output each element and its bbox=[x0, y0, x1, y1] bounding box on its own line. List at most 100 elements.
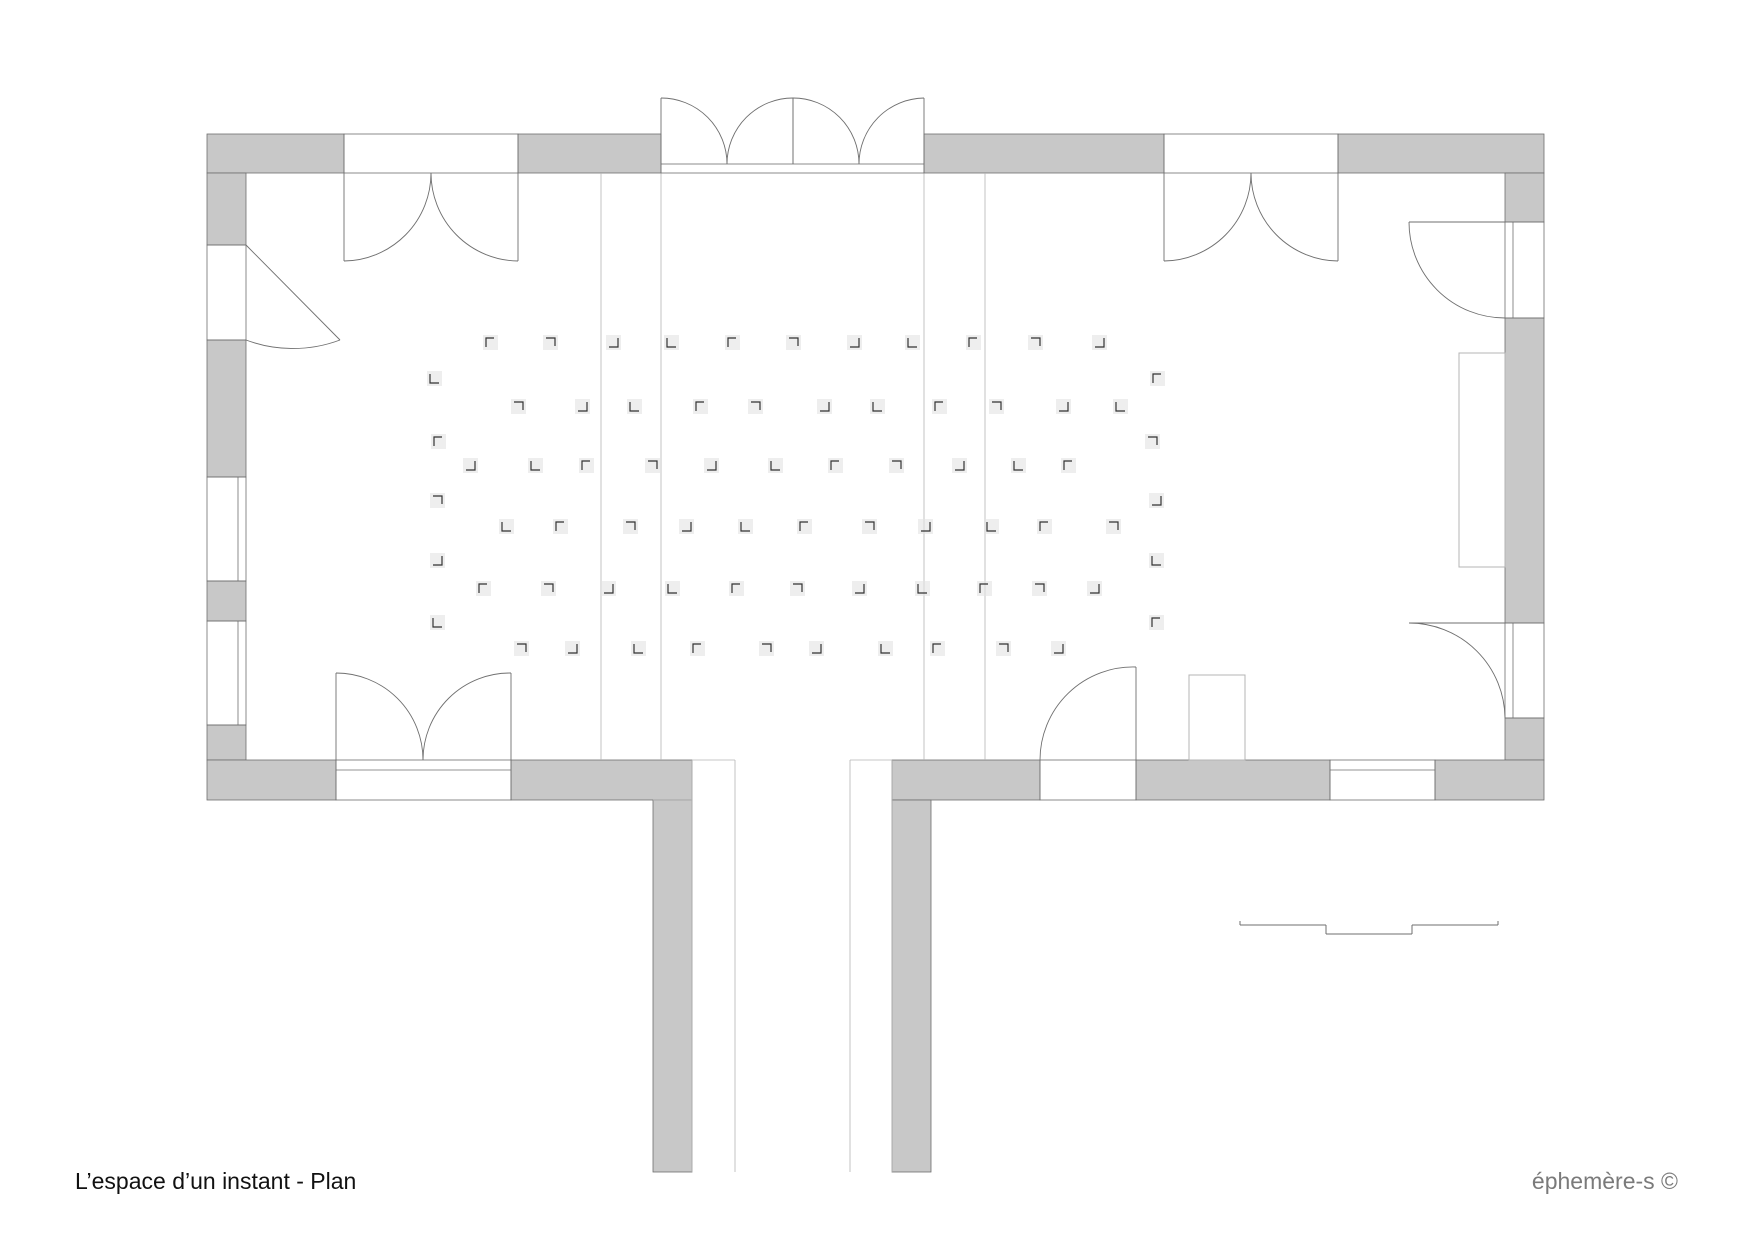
doors bbox=[245, 97, 1506, 761]
chair-icon bbox=[430, 553, 445, 568]
window-opening bbox=[1039, 759, 1137, 801]
wall-segment bbox=[891, 799, 932, 1173]
chair-outline bbox=[530, 461, 540, 471]
chair-icon bbox=[1106, 519, 1121, 534]
chair-shadow bbox=[1092, 335, 1107, 350]
chair-shadow bbox=[623, 519, 638, 534]
wall-segment bbox=[891, 759, 1041, 801]
chair-shadow bbox=[918, 519, 933, 534]
chair-outline bbox=[568, 644, 578, 654]
chair-shadow bbox=[1061, 458, 1076, 473]
chair-outline bbox=[1090, 584, 1100, 594]
chair-icon bbox=[431, 434, 446, 449]
chair-icon bbox=[1145, 434, 1160, 449]
chair-outline bbox=[682, 522, 692, 532]
chair-shadow bbox=[1106, 519, 1121, 534]
door-swing-icon bbox=[1408, 221, 1506, 319]
chair-outline bbox=[485, 337, 494, 347]
chair-shadow bbox=[725, 335, 740, 350]
chair-icon bbox=[809, 641, 824, 656]
chair-icon bbox=[828, 458, 843, 473]
chair-shadow bbox=[528, 458, 543, 473]
chair-shadow bbox=[627, 399, 642, 414]
chair-icon bbox=[797, 519, 812, 534]
chair-icon bbox=[905, 335, 920, 350]
door-swing-icon bbox=[1163, 172, 1252, 262]
chair-icon bbox=[852, 581, 867, 596]
door-swing-icon bbox=[422, 672, 512, 761]
wall-segment bbox=[206, 724, 247, 761]
chair-outline bbox=[707, 461, 717, 471]
chair-outline bbox=[968, 337, 977, 347]
chair-shadow bbox=[738, 519, 753, 534]
chair-shadow bbox=[797, 519, 812, 534]
chair-icon bbox=[601, 581, 616, 596]
chair-shadow bbox=[729, 581, 744, 596]
door-swing-icon bbox=[726, 97, 794, 165]
chair-shadow bbox=[790, 581, 805, 596]
chair-shadow bbox=[1113, 399, 1128, 414]
chair-icon bbox=[430, 615, 445, 630]
chair-outline bbox=[578, 402, 588, 412]
door-swing-icon bbox=[335, 672, 424, 761]
chair-outline bbox=[799, 521, 808, 531]
wall-segment bbox=[517, 133, 662, 174]
chair-icon bbox=[738, 519, 753, 534]
chair-shadow bbox=[828, 458, 843, 473]
window-opening bbox=[1163, 133, 1339, 174]
chair-shadow bbox=[1149, 615, 1164, 630]
chair-outline bbox=[751, 401, 761, 410]
chair-shadow bbox=[1149, 493, 1164, 508]
chair-icon bbox=[790, 581, 805, 596]
chair-icon bbox=[627, 399, 642, 414]
chair-icon bbox=[575, 399, 590, 414]
chair-shadow bbox=[952, 458, 967, 473]
chair-icon bbox=[1087, 581, 1102, 596]
door-swing-icon bbox=[1039, 666, 1137, 761]
chair-outline bbox=[629, 402, 639, 412]
chair-shadow bbox=[1087, 581, 1102, 596]
chair-icon bbox=[528, 458, 543, 473]
chair-outline bbox=[880, 644, 890, 654]
chair-icon bbox=[1032, 581, 1047, 596]
chair-icon bbox=[889, 458, 904, 473]
chair-shadow bbox=[1150, 371, 1165, 386]
chair-icon bbox=[1061, 458, 1076, 473]
chair-icon bbox=[665, 581, 680, 596]
chair-outline bbox=[992, 401, 1002, 410]
chair-outline bbox=[433, 556, 443, 566]
wall-segment bbox=[206, 339, 247, 478]
window-opening bbox=[335, 759, 512, 801]
chair-shadow bbox=[483, 335, 498, 350]
chair-shadow bbox=[1145, 434, 1160, 449]
chair-icon bbox=[847, 335, 862, 350]
chair-shadow bbox=[476, 581, 491, 596]
chair-shadow bbox=[693, 399, 708, 414]
chair-icon bbox=[1092, 335, 1107, 350]
chair-outline bbox=[921, 522, 931, 532]
chair-outline bbox=[1031, 337, 1041, 346]
chair-shadow bbox=[847, 335, 862, 350]
chair-outline bbox=[1095, 338, 1105, 348]
chair-outline bbox=[648, 460, 658, 469]
author-credit: éphemère-s © bbox=[1531, 1168, 1678, 1194]
chair-outline bbox=[731, 583, 740, 593]
wall-segment bbox=[510, 759, 693, 801]
chair-shadow bbox=[989, 399, 1004, 414]
chair-icon bbox=[1150, 371, 1165, 386]
chair-shadow bbox=[499, 519, 514, 534]
chair-shadow bbox=[430, 553, 445, 568]
chair-shadow bbox=[1032, 581, 1047, 596]
chair-shadow bbox=[870, 399, 885, 414]
wall-segment bbox=[1135, 759, 1331, 801]
furniture bbox=[1188, 352, 1506, 761]
chair-icon bbox=[932, 399, 947, 414]
chair-icon bbox=[565, 641, 580, 656]
chair-outline bbox=[626, 521, 636, 530]
chair-outline bbox=[544, 583, 554, 592]
chair-icon bbox=[930, 641, 945, 656]
window-opening bbox=[206, 620, 247, 726]
chair-icon bbox=[952, 458, 967, 473]
chair-icon bbox=[1037, 519, 1052, 534]
chair-icon bbox=[966, 335, 981, 350]
